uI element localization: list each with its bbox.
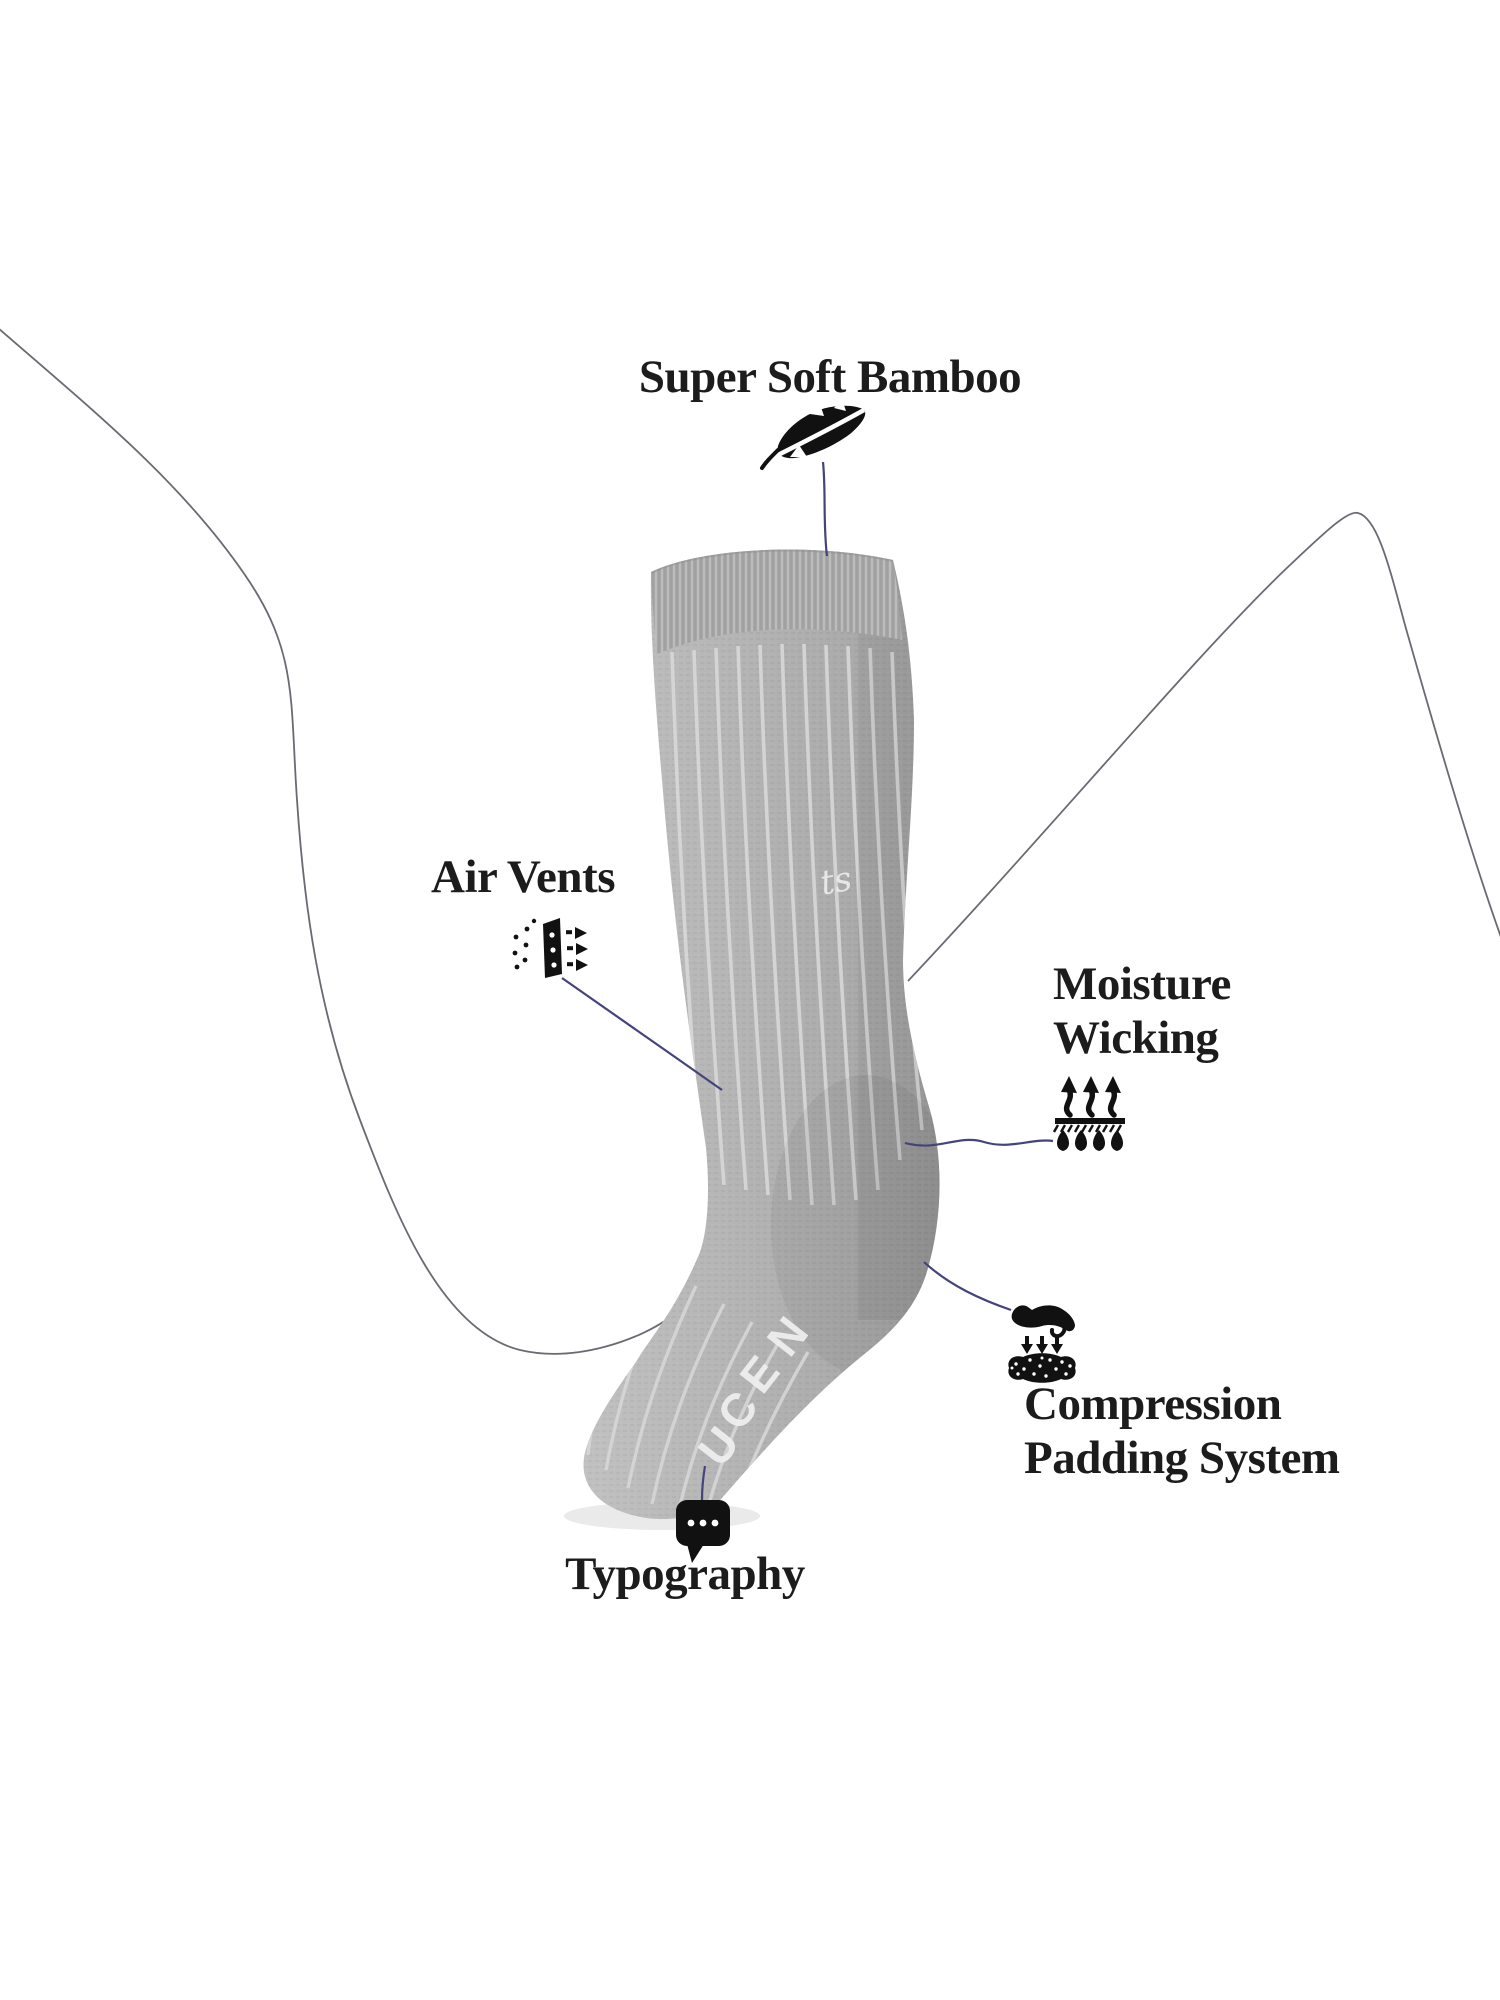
connector-typography: [700, 1465, 707, 1501]
air-vent-panel-icon: [512, 918, 588, 978]
feature-label-moisture-wicking: Moisture Wicking: [1053, 957, 1231, 1065]
decorative-curves: [0, 328, 1500, 1355]
feature-label-super-soft-bamboo: Super Soft Bamboo: [638, 351, 1022, 403]
connector-bamboo: [821, 461, 829, 557]
heel-shading: [771, 1075, 940, 1375]
press-arrows: [1021, 1336, 1063, 1354]
air-particles: [512, 918, 537, 970]
feature-label-compression-padding: Compression Padding System: [1024, 1377, 1340, 1485]
sock-product-image: ts N E C U: [583, 549, 940, 1520]
water-drops: [1057, 1130, 1123, 1151]
decorative-curve-left: [0, 328, 673, 1355]
sock-brand-monogram: ts: [817, 859, 855, 904]
sock-ribs: [670, 643, 924, 1206]
compression-line-2: Padding System: [1024, 1432, 1340, 1485]
feather-icon: [760, 399, 866, 470]
air-arrows: [566, 927, 588, 971]
connector-moisture: [904, 1138, 1054, 1147]
hand-pressing-pad-icon: [1008, 1305, 1076, 1383]
pad-dots: [1010, 1356, 1072, 1378]
sock-cuff: [650, 549, 902, 654]
connector-air-vents: [561, 977, 723, 1091]
connector-lines: [561, 461, 1054, 1501]
moisture-line-1: Moisture: [1053, 958, 1231, 1010]
feature-label-typography: Typography: [565, 1548, 805, 1600]
evaporation-arrows-icon: [1052, 1076, 1125, 1151]
decorative-curve-right: [907, 511, 1500, 982]
compression-line-1: Compression: [1024, 1378, 1282, 1430]
feature-label-air-vents: Air Vents: [431, 851, 615, 903]
connector-compression: [923, 1261, 1012, 1312]
speech-bubble-icon: [676, 1500, 730, 1563]
moisture-line-2: Wicking: [1053, 1012, 1219, 1065]
